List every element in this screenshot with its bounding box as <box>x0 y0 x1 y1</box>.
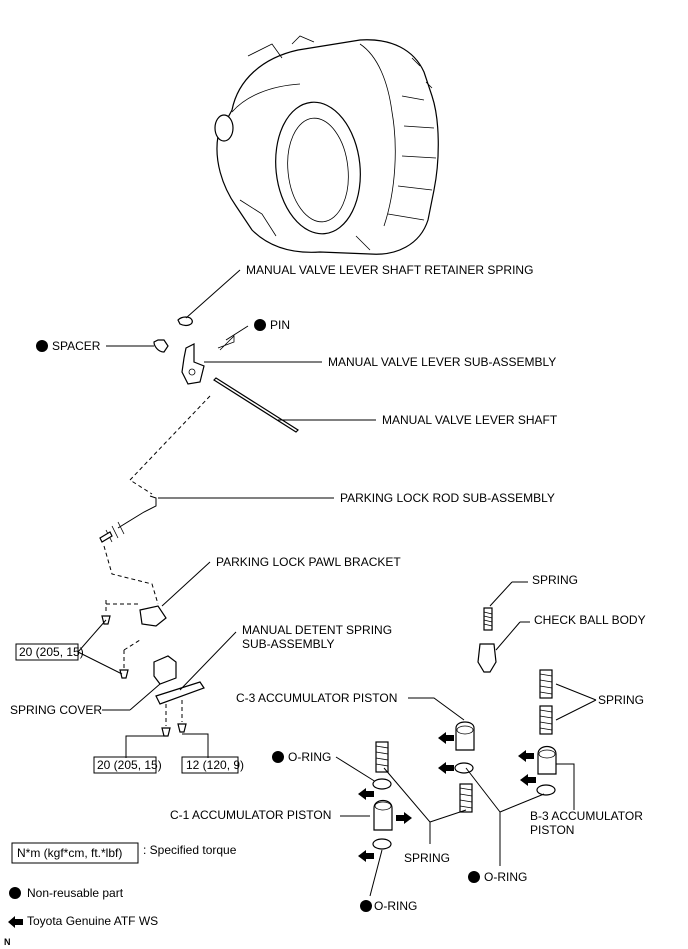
label-lever-sub-assembly: MANUAL VALVE LEVER SUB-ASSEMBLY <box>328 355 556 369</box>
torque-box-detent <box>181 756 239 774</box>
filled-circle-icon <box>9 887 21 899</box>
non-reusable-icon <box>360 900 372 912</box>
torque-value-bracket: 20 (205, 15) <box>19 645 84 659</box>
label-spring-top: SPRING <box>532 573 578 587</box>
pawl-bracket-part <box>139 605 167 627</box>
atf-arrow-icon <box>518 750 534 762</box>
label-parking-rod: PARKING LOCK ROD SUB-ASSEMBLY <box>340 491 555 505</box>
label-lever-shaft: MANUAL VALVE LEVER SHAFT <box>382 413 558 427</box>
label-retainer-spring: MANUAL VALVE LEVER SHAFT RETAINER SPRING <box>246 263 533 277</box>
label-c3-piston: C-3 ACCUMULATOR PISTON <box>236 691 397 705</box>
lever-sub-assembly-part <box>181 343 205 385</box>
label-c1-piston: C-1 ACCUMULATOR PISTON <box>170 808 331 822</box>
b3-spring-lower-part <box>539 705 553 735</box>
b3-piston-part <box>537 745 557 775</box>
bolt-part <box>119 669 129 679</box>
label-detent-spring-1: MANUAL DETENT SPRING <box>242 623 392 637</box>
label-b3-piston-1: B-3 ACCUMULATOR <box>530 809 643 823</box>
atf-arrow-icon <box>438 762 454 774</box>
torque-unit-box <box>11 842 139 864</box>
non-reusable-icon <box>468 871 480 883</box>
non-reusable-icon <box>254 319 266 331</box>
label-spring-right: SPRING <box>598 693 644 707</box>
torque-box-cover <box>93 756 157 774</box>
label-o-ring-2: O-RING <box>484 870 527 884</box>
label-check-ball-body: CHECK BALL BODY <box>534 613 646 627</box>
label-spring-bottom: SPRING <box>404 851 450 865</box>
legend-torque-unit: N*m (kgf*cm, ft.*lbf) <box>17 846 122 860</box>
non-reusable-icon <box>36 340 48 352</box>
atf-arrow-icon <box>358 788 374 800</box>
atf-arrow-icon <box>396 812 412 824</box>
label-spring-cover: SPRING COVER <box>10 703 102 717</box>
b3-o-ring-part <box>536 784 556 796</box>
c1-o-ring-upper-part <box>372 778 392 790</box>
arrow-left-icon <box>8 916 23 928</box>
legend-non-reusable: Non-reusable part <box>27 886 124 900</box>
c1-piston-part <box>373 799 393 831</box>
corner-mark: N <box>4 937 11 947</box>
label-spacer: SPACER <box>52 339 101 353</box>
lever-shaft-part <box>213 377 299 433</box>
b3-spring-upper-part <box>539 669 553 699</box>
spacer-part <box>153 339 169 353</box>
retainer-spring-part <box>177 316 193 326</box>
label-pin: PIN <box>270 318 290 332</box>
atf-arrow-icon <box>520 774 536 786</box>
atf-arrow-icon <box>438 732 454 744</box>
non-reusable-icon <box>272 751 284 763</box>
legend-torque-text: : Specified torque <box>143 843 237 857</box>
c3-piston-part <box>455 721 475 751</box>
spring-cover-part <box>153 655 177 685</box>
label-pawl-bracket: PARKING LOCK PAWL BRACKET <box>216 555 401 569</box>
torque-value-cover: 20 (205, 15) <box>97 758 162 772</box>
middle-spring-part <box>459 783 473 813</box>
c1-o-ring-lower-part <box>372 838 392 850</box>
label-o-ring-1: O-RING <box>288 750 331 764</box>
transaxle-housing-illustration <box>214 35 439 255</box>
parking-lock-rod-part <box>99 495 157 543</box>
atf-arrow-icon <box>358 850 374 862</box>
legend-atf: Toyota Genuine ATF WS <box>27 914 158 928</box>
bolt-part <box>177 723 187 733</box>
detent-spring-part <box>155 681 205 705</box>
torque-value-detent: 12 (120, 9) <box>186 758 244 772</box>
label-o-ring-3: O-RING <box>374 899 417 913</box>
check-ball-spring-part <box>483 607 493 631</box>
label-detent-spring-2: SUB-ASSEMBLY <box>242 637 334 651</box>
label-b3-piston-2: PISTON <box>530 823 574 837</box>
bolt-part <box>161 727 171 737</box>
check-ball-body-part <box>477 643 497 673</box>
c3-o-ring-part <box>454 762 474 774</box>
pin-part <box>217 335 235 351</box>
c1-spring-part <box>375 741 389 773</box>
